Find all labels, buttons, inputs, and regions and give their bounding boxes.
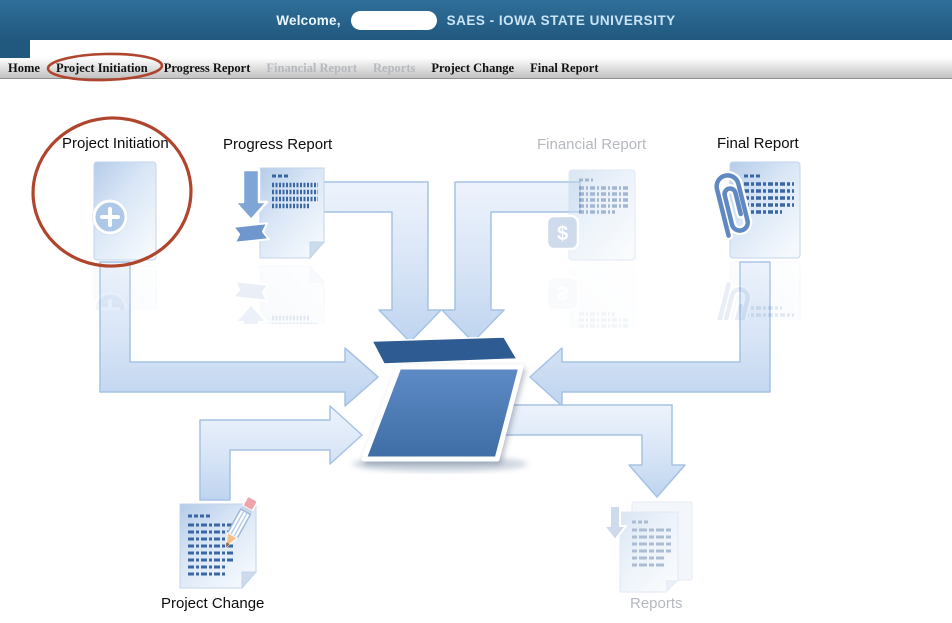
label-financial-report: Financial Report (537, 136, 647, 153)
label-progress-report[interactable]: Progress Report (223, 136, 333, 153)
arrow-folder-to-reports (504, 404, 686, 498)
nav-item-home[interactable]: Home (8, 60, 40, 75)
doc-icon-reports (603, 500, 714, 620)
arrow-final-to-folder (529, 261, 771, 407)
text-lines (272, 174, 318, 209)
report-page-icon (729, 161, 801, 259)
add-plus-icon (92, 199, 128, 235)
report-page-icon (259, 167, 326, 260)
label-project-initiation[interactable]: Project Initiation (62, 135, 169, 152)
stacked-pages-icon (619, 501, 693, 593)
download-arrow-icon (603, 505, 627, 541)
organization-title: SAES - IOWA STATE UNIVERSITY (446, 12, 676, 28)
paperclip-icon (712, 170, 753, 241)
doc-icon-project-change[interactable] (176, 492, 286, 612)
label-project-change[interactable]: Project Change (161, 595, 265, 612)
text-lines (632, 520, 672, 567)
arrow-financial-to-folder (441, 181, 581, 343)
label-reports: Reports (630, 595, 683, 612)
blank-page-icon (92, 161, 157, 261)
doc-icon-final-report[interactable] (706, 160, 816, 325)
doc-icon-progress-report[interactable] (232, 164, 352, 329)
ribbon-icon (232, 222, 270, 244)
pencil-icon (224, 495, 258, 549)
label-final-report[interactable]: Final Report (717, 135, 799, 152)
arrow-change-to-folder (199, 405, 363, 501)
username-redaction (350, 10, 437, 30)
doc-icon-financial-report: $ (545, 168, 655, 358)
workflow-diagram: $ (0, 79, 952, 623)
text-lines (579, 178, 629, 214)
project-folder-icon (352, 336, 528, 472)
nav-item-reports: Reports (373, 60, 416, 75)
text-lines (744, 174, 794, 214)
download-arrow-icon (233, 168, 269, 222)
welcome-label: Welcome, (276, 12, 341, 28)
main-nav: Home Project Initiation Progress Report … (0, 58, 952, 79)
report-page-icon (568, 169, 636, 261)
welcome-banner: Welcome, SAES - IOWA STATE UNIVERSITY (0, 0, 952, 40)
dollar-glyph: $ (557, 223, 568, 245)
nav-item-project-change[interactable]: Project Change (431, 60, 515, 75)
dollar-badge-icon: $ (545, 214, 580, 251)
arrow-initiation-to-folder (99, 261, 379, 407)
arrow-progress-to-folder (321, 181, 442, 343)
doc-icon-project-initiation[interactable] (80, 160, 180, 366)
text-lines (188, 514, 234, 576)
nav-item-final-report[interactable]: Final Report (530, 60, 599, 75)
nav-item-financial-report: Financial Report (266, 60, 358, 75)
nav-item-progress-report[interactable]: Progress Report (163, 60, 251, 75)
